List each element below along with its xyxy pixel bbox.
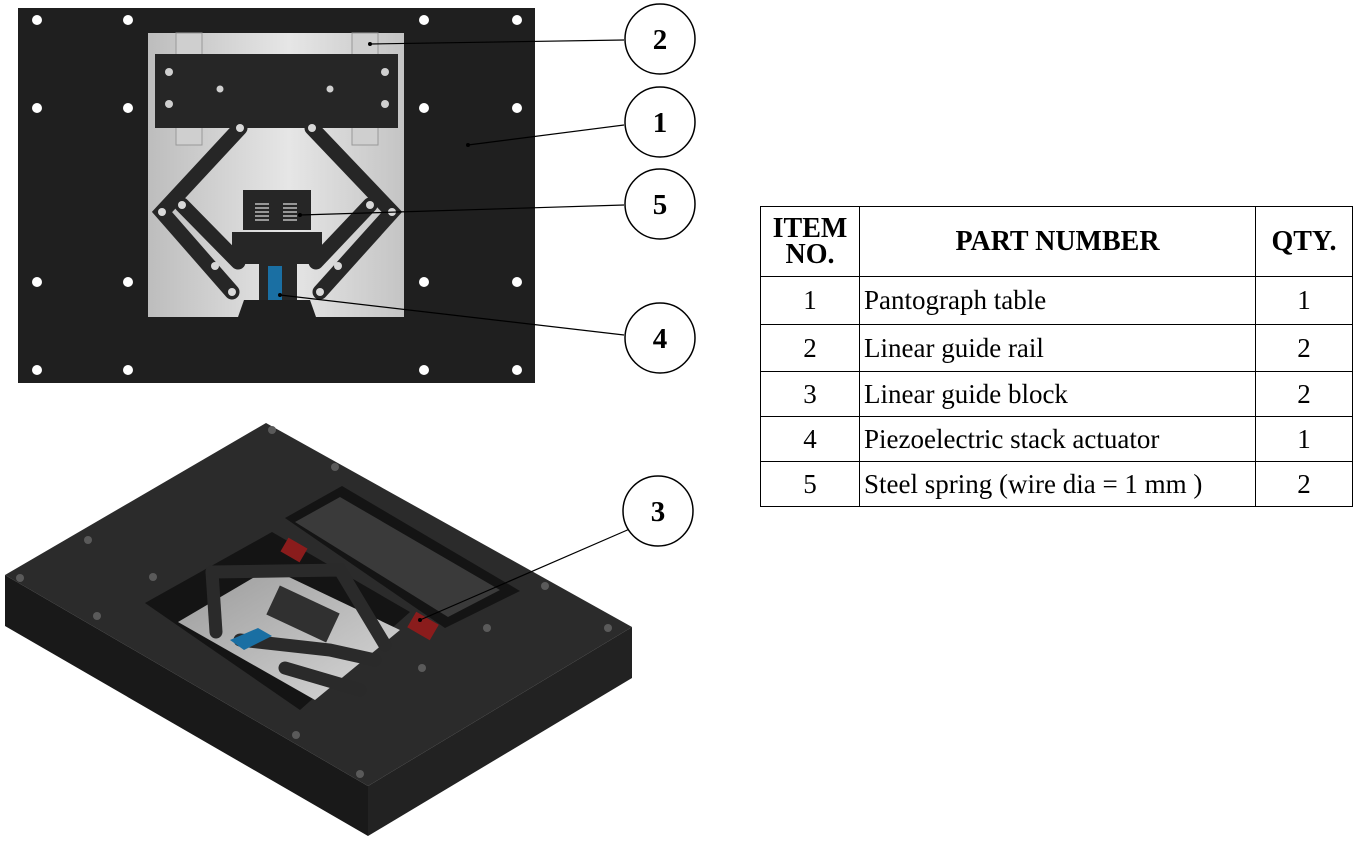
mounting-holes [32,15,522,375]
qty-header: QTY. [1255,206,1353,277]
part-number-cell: Linear guide block [859,371,1256,417]
bom-row: 3 Linear guide block 2 [760,371,1353,417]
callout-number: 4 [653,323,668,355]
part-number-cell: Pantograph table [859,276,1256,325]
flexure-hinges [158,124,396,296]
qty-cell: 2 [1255,461,1353,507]
top-view [18,8,535,383]
piezo-actuator [268,266,282,310]
item-no-cell: 3 [760,371,860,417]
item-no-cell: 1 [760,276,860,325]
steel-spring-icon [255,203,297,221]
bom-row: 4 Piezoelectric stack actuator 1 [760,416,1353,462]
iso-mounting-holes [16,426,612,778]
iso-table-floor [178,568,400,700]
part-number-cell: Linear guide rail [859,324,1256,372]
item-no-cell: 2 [760,324,860,372]
callout-bubble-4: 4 [624,302,696,374]
iso-base-right-side [368,627,632,836]
qty-cell: 2 [1255,371,1353,417]
part-number-cell: Steel spring (wire dia = 1 mm ) [859,461,1256,507]
iso-spring-housing [266,585,340,643]
callout-number: 5 [653,189,668,221]
callout-bubble-3: 3 [622,475,694,547]
bom-row: 5 Steel spring (wire dia = 1 mm ) 2 [760,461,1353,507]
iso-piezo-actuator [230,628,272,650]
item-no-cell: 5 [760,461,860,507]
item-no-cell: 4 [760,416,860,462]
leader-lines [279,39,633,621]
iso-pantograph-links [205,563,392,697]
iso-base-left-side [5,575,368,836]
carriage-holes [165,68,389,108]
isometric-view [5,423,632,836]
actuator-mount [232,232,322,264]
iso-guide-rail [295,497,500,617]
leader-dots [278,42,470,622]
bom-row: 2 Linear guide rail 2 [760,324,1353,372]
part-number-cell: Piezoelectric stack actuator [859,416,1256,462]
callout-bubble-2: 2 [624,3,696,75]
bom-row: 1 Pantograph table 1 [760,276,1353,325]
moving-carriage [155,54,398,128]
iso-guide-block-left [280,537,308,563]
callout-number: 3 [651,496,666,528]
qty-cell: 2 [1255,324,1353,372]
callout-bubble-5: 5 [624,168,696,240]
iso-guide-block-right [407,611,439,641]
qty-cell: 1 [1255,416,1353,462]
spring-housing [243,190,311,230]
callout-number: 2 [653,24,668,56]
callout-number: 1 [653,107,668,139]
qty-cell: 1 [1255,276,1353,325]
part-number-header: PART NUMBER [859,206,1256,277]
callout-bubble-1: 1 [624,86,696,158]
table-notch [238,300,316,317]
